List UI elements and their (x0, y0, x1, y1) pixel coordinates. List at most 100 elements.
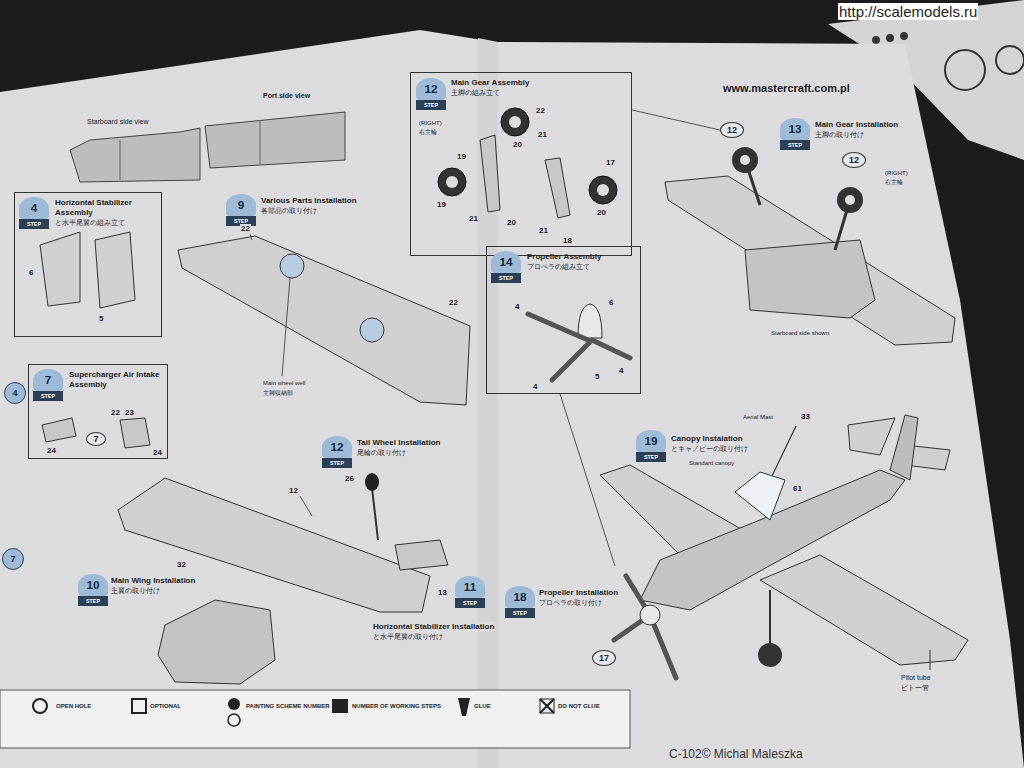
callout-number: 7 (87, 433, 105, 445)
step-title: Supercharger Air Intake Assembly (69, 370, 163, 390)
part-number: 21 (468, 214, 479, 223)
step-word: STEP (636, 452, 666, 462)
part-number: 18 (562, 236, 573, 245)
part-number: 4 (532, 382, 538, 391)
note-text: (RIGHT) (884, 170, 909, 177)
step-badge: 12STEP (416, 78, 446, 112)
step-word: STEP (78, 596, 108, 606)
note-text: Main wheel well (262, 380, 306, 387)
note-text: 主脚収納部 (262, 390, 294, 397)
part-number: 4 (618, 366, 624, 375)
step-box: Main Gear Assembly主脚の組み立て 12STEP (410, 72, 632, 256)
note-text: Propeller Installation (538, 588, 619, 597)
callout-number: 4 (5, 383, 25, 403)
step-badge: 9STEP (226, 194, 256, 228)
part-number: 19 (456, 152, 467, 161)
note-text: Port side view (262, 92, 311, 100)
step-word: STEP (491, 273, 521, 283)
step-number: 14 (491, 251, 521, 273)
step-number: 12 (322, 436, 352, 458)
note-text: Main Wing Installation (110, 576, 196, 585)
note-text: 尾輪の取り付け (356, 449, 407, 457)
part-number: 61 (792, 484, 803, 493)
legend-text: DO NOT GLUE (558, 703, 600, 710)
step-badge: 7STEP (33, 369, 63, 403)
note-text: 主脚の取り付け (814, 131, 865, 139)
note-text: と水平尾翼の取り付け (372, 633, 444, 641)
step-box: Supercharger Air Intake Assembly7STEP7 (28, 364, 168, 459)
step-number: 12 (416, 78, 446, 100)
part-number: 17 (605, 158, 616, 167)
step-badge: 12STEP (322, 436, 352, 470)
note-text: とキャノピーの取り付け (670, 445, 749, 453)
part-number: 4 (514, 302, 520, 311)
step-word: STEP (505, 608, 535, 618)
step-badge: 10STEP (78, 574, 108, 608)
note-text: Main Gear Installation (814, 120, 899, 129)
part-callout: 12 (720, 122, 744, 138)
watermark: http://scalemodels.ru (838, 3, 978, 20)
note-text: Tail Wheel Installation (356, 438, 441, 447)
step-title: Horizontal Stabilizer Assembly (55, 198, 157, 218)
step-badge: 13STEP (780, 118, 810, 152)
part-number: 6 (608, 298, 614, 307)
note-text: (RIGHT) (418, 120, 443, 127)
step-badge: 11STEP (455, 576, 485, 610)
callout-number: 7 (3, 549, 23, 569)
part-number: 22 (110, 408, 121, 417)
note-text: Starboard side shown (770, 330, 830, 337)
note-text: Standard canopy (688, 460, 735, 467)
step-number: 11 (455, 576, 485, 598)
part-callout: 7 (86, 432, 106, 446)
note-text: Canopy Instalation (670, 434, 744, 443)
legend-text: NUMBER OF WORKING STEPS (352, 703, 441, 710)
legend-text: OPEN HOLE (56, 703, 91, 710)
note-text: Aerial Mast (742, 414, 774, 421)
step-number: 9 (226, 194, 256, 216)
note-text: 右主輪 (418, 129, 438, 136)
note-text: C-102© Michal Maleszka (668, 748, 804, 762)
step-word: STEP (416, 100, 446, 110)
note-text: Pitot tube (900, 674, 932, 682)
part-number: 20 (596, 208, 607, 217)
note-text: www.mastercraft.com.pl (722, 82, 851, 95)
step-word: STEP (455, 598, 485, 608)
note-text: Various Parts Installation (260, 196, 358, 205)
step-title: Propeller Assembly (527, 252, 636, 262)
part-number: 21 (537, 130, 548, 139)
note-text: プロペラの取り付け (538, 599, 603, 607)
step-box: Horizontal Stabilizer Assemblyと水平尾翼の組み立て… (14, 192, 162, 337)
part-number: 5 (594, 372, 600, 381)
step-title: Main Gear Assembly (451, 78, 627, 88)
legend-text: GLUE (474, 703, 491, 710)
note-text: 主翼の取り付け (110, 587, 161, 595)
legend-text: OPTIONAL (150, 703, 181, 710)
callout-number: 17 (593, 651, 615, 665)
callout-number: 12 (721, 123, 743, 137)
part-callout: 17 (592, 650, 616, 666)
part-number: 20 (512, 140, 523, 149)
step-word: STEP (780, 140, 810, 150)
note-text: 右主輪 (884, 179, 904, 186)
part-number: 24 (152, 448, 163, 457)
step-number: 13 (780, 118, 810, 140)
part-number: 32 (176, 560, 187, 569)
part-number: 24 (46, 446, 57, 455)
step-badge: 18STEP (505, 586, 535, 620)
part-number: 19 (436, 200, 447, 209)
step-number: 7 (33, 369, 63, 391)
step-badge: 4STEP (19, 197, 49, 231)
part-number: 26 (344, 474, 355, 483)
callout-number: 12 (843, 153, 865, 167)
step-number: 18 (505, 586, 535, 608)
step-word: STEP (19, 219, 49, 229)
part-number: 13 (437, 588, 448, 597)
part-number: 12 (288, 486, 299, 495)
legend-text: PAINTING SCHEME NUMBER (246, 703, 330, 710)
part-callout: 4 (4, 382, 26, 404)
step-word: STEP (33, 391, 63, 401)
note-text: Starboard side view (86, 118, 149, 126)
step-title-jp: 主脚の組み立て (451, 88, 627, 98)
step-badge: 19STEP (636, 430, 666, 464)
